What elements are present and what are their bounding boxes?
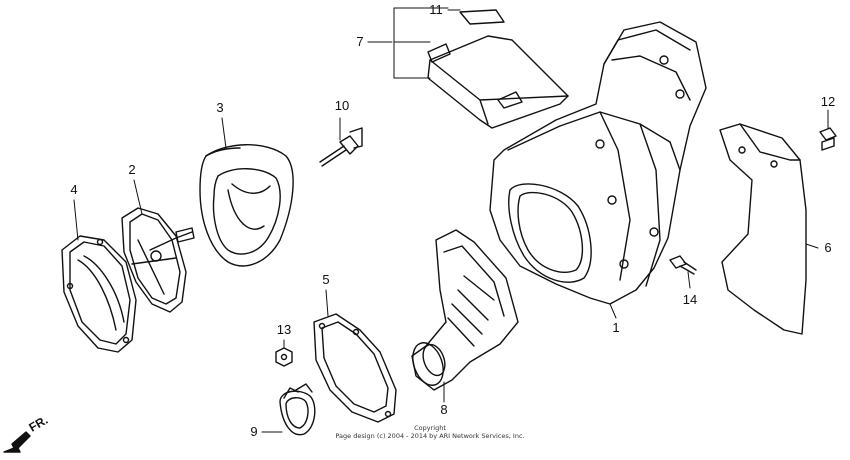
part-10-wing-bolt (319, 127, 363, 167)
part-6-cover-plate (719, 123, 807, 335)
callout-6: 6 (824, 240, 831, 255)
part-1-air-cleaner-case (489, 21, 707, 305)
callout-14: 14 (683, 292, 697, 307)
part-5-gasket (313, 313, 397, 423)
front-direction-arrow (3, 431, 31, 453)
copyright-notice: Copyright Page design (c) 2004 - 2014 by… (300, 424, 560, 440)
part-14-bolt (669, 255, 697, 275)
callout-1: 1 (612, 320, 619, 335)
callout-4: 4 (70, 182, 77, 197)
callout-7: 7 (356, 34, 363, 49)
part-2-filter-holder (121, 207, 195, 313)
callout-13: 13 (277, 322, 291, 337)
callout-12: 12 (821, 94, 835, 109)
callout-2: 2 (128, 162, 135, 177)
callout-3: 3 (216, 100, 223, 115)
callout-8: 8 (440, 402, 447, 417)
part-4-filter-frame (61, 235, 137, 353)
part-13-nut (275, 347, 293, 367)
copyright-text: Page design (c) 2004 - 2014 by ARI Netwo… (335, 432, 525, 440)
callout-9: 9 (250, 424, 257, 439)
part-3-foam-element (199, 144, 294, 267)
callout-5: 5 (322, 272, 329, 287)
callout-11: 11 (429, 2, 443, 17)
part-7-cover (427, 9, 569, 129)
part-8-connecting-tube (411, 229, 519, 391)
copyright-title: Copyright (414, 424, 446, 432)
front-direction-label: FR. (27, 413, 51, 435)
part-12-bolt (819, 127, 837, 151)
part-9-clamp (279, 383, 316, 436)
callout-10: 10 (335, 98, 349, 113)
leader-lines (73, 7, 829, 433)
